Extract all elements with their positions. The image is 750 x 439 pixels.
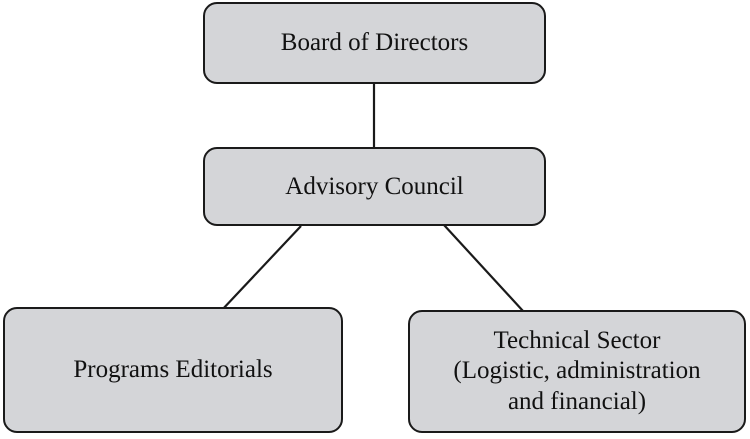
node-board-of-directors[interactable]: Board of Directors: [203, 2, 546, 84]
node-programs-editorials-label: Programs Editorials: [73, 356, 273, 384]
node-advisory-council[interactable]: Advisory Council: [203, 147, 546, 226]
node-board-of-directors-label: Board of Directors: [280, 29, 469, 57]
connector-advisory-to-technical: [443, 224, 524, 312]
node-technical-sector[interactable]: Technical Sector (Logistic, administrati…: [408, 310, 746, 433]
node-programs-editorials[interactable]: Programs Editorials: [3, 307, 343, 433]
node-advisory-council-label: Advisory Council: [285, 172, 464, 200]
node-technical-sector-label: Technical Sector (Logistic, administrati…: [453, 326, 701, 415]
connector-advisory-to-programs: [220, 225, 302, 312]
